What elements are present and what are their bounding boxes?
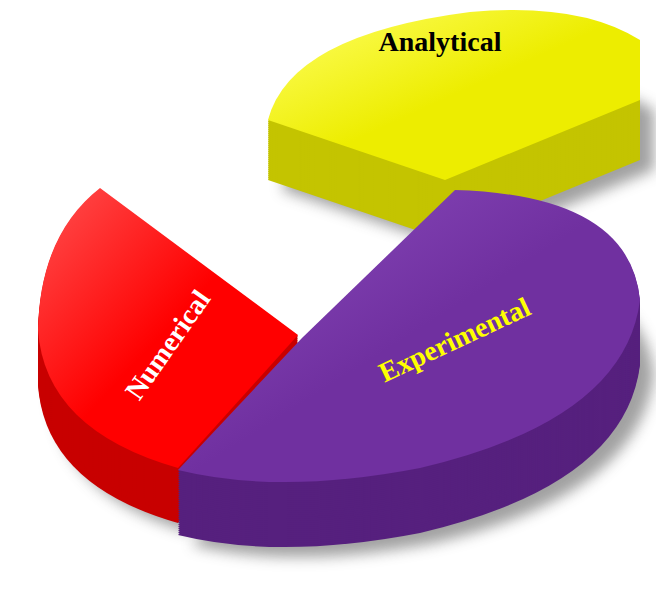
- segment-shape: [170, 180, 656, 594]
- experimental-segment: Experimental: [170, 180, 656, 594]
- segment-label: Analytical: [379, 28, 502, 56]
